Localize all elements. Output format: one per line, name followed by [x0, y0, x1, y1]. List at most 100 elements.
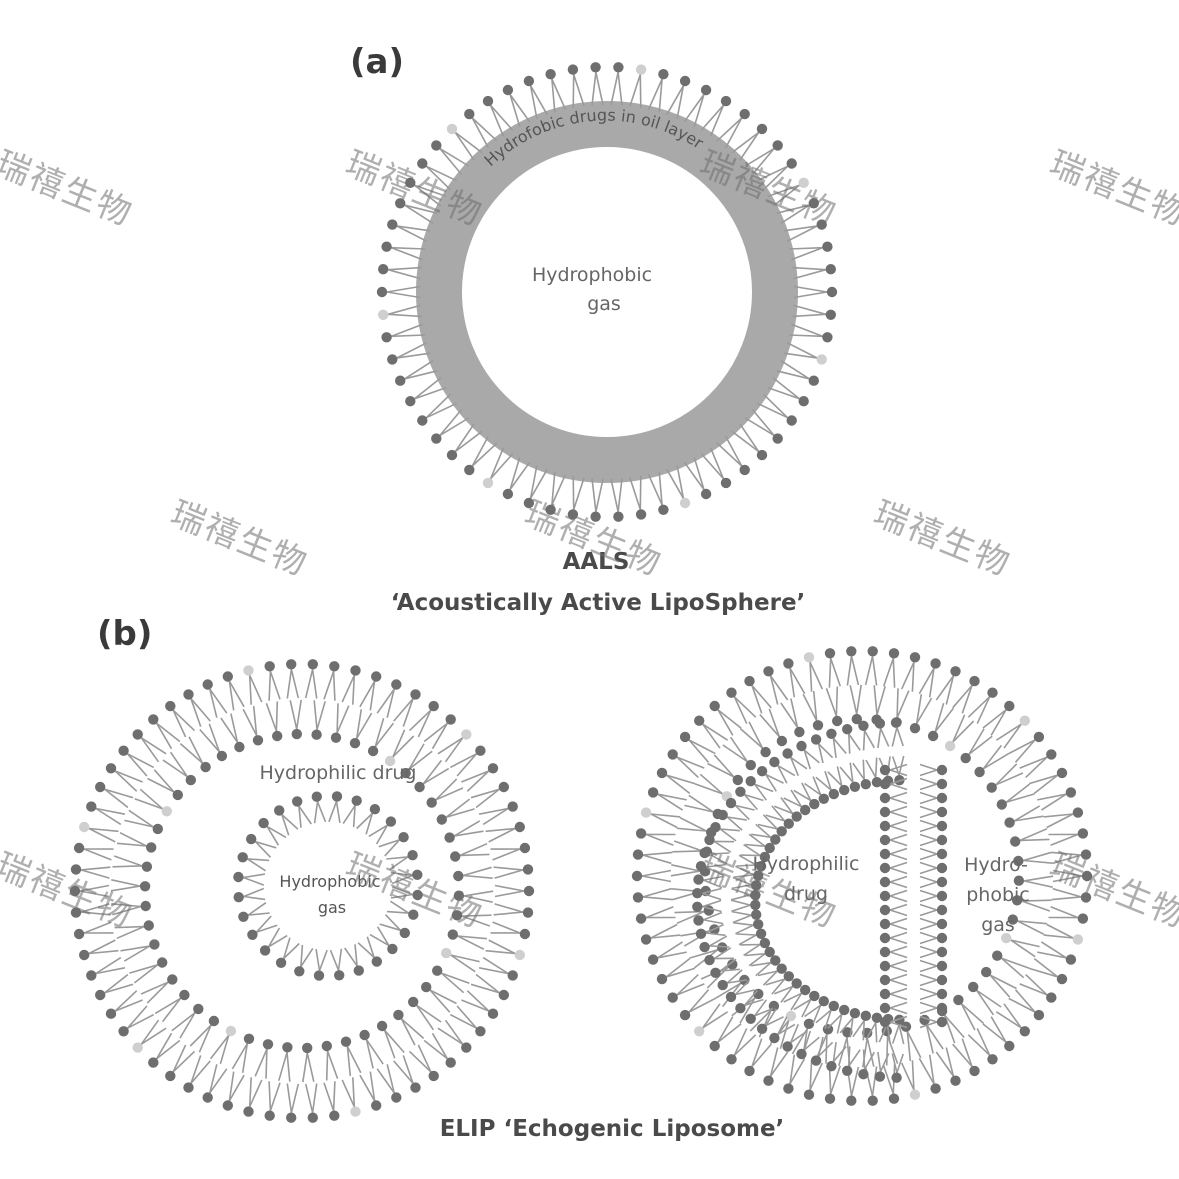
lipid-head — [832, 715, 843, 727]
lipid-tail — [242, 708, 258, 736]
lipid-tail — [116, 842, 147, 847]
lipid-head — [431, 433, 442, 444]
lipid-tail — [688, 739, 716, 755]
lipid-tail — [1008, 997, 1036, 1013]
lipid-head — [291, 728, 302, 740]
lipid-tail — [919, 881, 938, 889]
lipid-tail — [198, 1024, 212, 1053]
lipid-head — [936, 778, 948, 790]
lipid-head — [809, 990, 820, 1002]
lipid-head — [523, 885, 535, 897]
lipid-tail — [529, 85, 538, 119]
lipid-tail — [426, 165, 458, 182]
lipid-tail — [702, 905, 722, 913]
lipid-tail — [657, 951, 687, 959]
lipid-tail — [720, 828, 740, 832]
lipid-tail — [639, 475, 642, 510]
lipid-head — [73, 928, 85, 940]
lipid-tail — [968, 728, 985, 755]
lipid-head — [225, 1025, 237, 1037]
lipid-tail — [124, 819, 154, 828]
lipid-tail — [352, 1077, 356, 1107]
lipid-tail — [256, 915, 272, 933]
lipid-tail — [423, 722, 448, 743]
lipid-tail — [1023, 875, 1054, 882]
lipid-head — [699, 941, 710, 953]
lipid-tail — [243, 876, 265, 886]
lipid-head — [944, 740, 956, 752]
lipid-tail — [990, 709, 1007, 736]
lipid-head — [350, 1106, 361, 1117]
lipid-tail — [104, 788, 129, 809]
lipid-tail — [739, 423, 760, 452]
lipid-head — [739, 464, 750, 476]
lipid-tail — [1001, 957, 1025, 979]
lipid-tail — [111, 903, 141, 908]
lipid-head — [667, 992, 678, 1003]
lipid-tail — [248, 1077, 252, 1107]
lipid-tail — [80, 869, 110, 879]
lipid-head — [172, 789, 183, 801]
lipid-tail — [1051, 896, 1082, 901]
lipid-tail — [209, 688, 218, 718]
lipid-head — [353, 965, 364, 976]
lipid-tail — [1019, 827, 1048, 842]
lipid-tail — [342, 804, 356, 825]
lipid-tail — [341, 1079, 356, 1108]
lipid-tail — [666, 774, 691, 795]
lipid-tail — [485, 827, 516, 833]
lipid-tail — [896, 727, 904, 747]
lipid-tail — [809, 661, 824, 690]
lipid-tail — [461, 914, 492, 917]
lipid-tail — [162, 759, 188, 778]
lipid-tail — [336, 705, 350, 734]
lipid-tail — [247, 902, 267, 916]
lipid-tail — [804, 782, 822, 796]
lipid-tail — [456, 753, 478, 777]
lipid-tail — [725, 117, 743, 148]
lipid-tail — [919, 903, 938, 911]
lipid-tail — [828, 658, 832, 688]
lipid-tail — [241, 1043, 249, 1073]
lipid-tail — [393, 1060, 414, 1084]
lipid-tail — [88, 827, 119, 833]
lipid-tail — [595, 478, 604, 512]
lipid-head — [414, 781, 425, 793]
lipid-tail — [780, 360, 810, 380]
lipid-head — [769, 1032, 780, 1044]
lipid-tail — [783, 797, 802, 808]
lipid-tail — [441, 972, 465, 994]
lipid-tail — [639, 74, 642, 109]
lipid-tail — [671, 864, 701, 872]
lipid-tail — [676, 827, 707, 832]
lipid-tail — [290, 669, 300, 699]
lipid-tail — [329, 949, 340, 971]
lipid-tail — [1046, 923, 1074, 939]
lipid-head — [381, 332, 392, 343]
lipid-tail — [812, 776, 822, 796]
lipid-head — [118, 745, 129, 756]
lipid-head — [165, 1070, 176, 1082]
lipid-tail — [156, 1039, 181, 1060]
lipid-tail — [772, 377, 800, 400]
lipid-tail — [744, 148, 775, 167]
lipid-head — [391, 679, 402, 690]
lipid-head — [755, 861, 767, 872]
lipid-head — [796, 1048, 807, 1060]
lipid-tail — [113, 855, 143, 867]
lipid-head — [846, 1095, 857, 1106]
lipid-head — [1072, 807, 1084, 818]
lipid-head — [879, 876, 891, 888]
lipid-tail — [717, 1016, 734, 1043]
lipid-tail — [1017, 920, 1045, 936]
lipid-tail — [414, 386, 447, 400]
lipid-tail — [374, 717, 385, 747]
lipid-head — [105, 763, 117, 774]
lipid-tail — [771, 805, 786, 822]
lipid-tail — [720, 968, 740, 972]
lipid-tail — [688, 989, 710, 1013]
lipid-head — [507, 970, 518, 981]
lipid-head — [874, 1071, 886, 1082]
lipid-tail — [919, 917, 938, 925]
lipid-tail — [727, 979, 747, 984]
